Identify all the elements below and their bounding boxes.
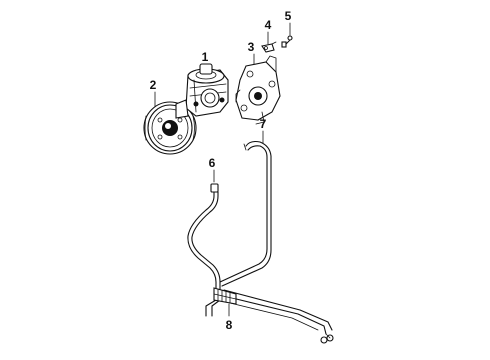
callout-6-label: 6 bbox=[209, 156, 216, 170]
mounting-bracket bbox=[235, 55, 281, 125]
callout-7-label: 7 bbox=[260, 117, 267, 131]
return-hose bbox=[219, 140, 272, 287]
callout-8: 8 bbox=[226, 303, 233, 332]
bolt-clip bbox=[261, 41, 277, 53]
pressure-hose bbox=[187, 183, 221, 301]
callout-1-label: 1 bbox=[202, 50, 209, 64]
callout-4: 4 bbox=[265, 18, 272, 45]
callout-8-label: 8 bbox=[226, 318, 233, 332]
callout-5: 5 bbox=[285, 9, 292, 36]
callout-3: 3 bbox=[248, 40, 255, 69]
callout-5-label: 5 bbox=[285, 9, 292, 23]
fitting bbox=[281, 35, 293, 48]
power-steering-pump bbox=[175, 63, 229, 119]
callout-4-label: 4 bbox=[265, 18, 272, 32]
callout-7: 7 bbox=[260, 117, 267, 144]
cooler-lines bbox=[205, 289, 334, 344]
callout-3-label: 3 bbox=[248, 40, 255, 54]
cooler-clamp bbox=[213, 287, 237, 305]
callout-2: 2 bbox=[150, 78, 157, 109]
callout-2-label: 2 bbox=[150, 78, 157, 92]
callout-6: 6 bbox=[209, 156, 216, 183]
